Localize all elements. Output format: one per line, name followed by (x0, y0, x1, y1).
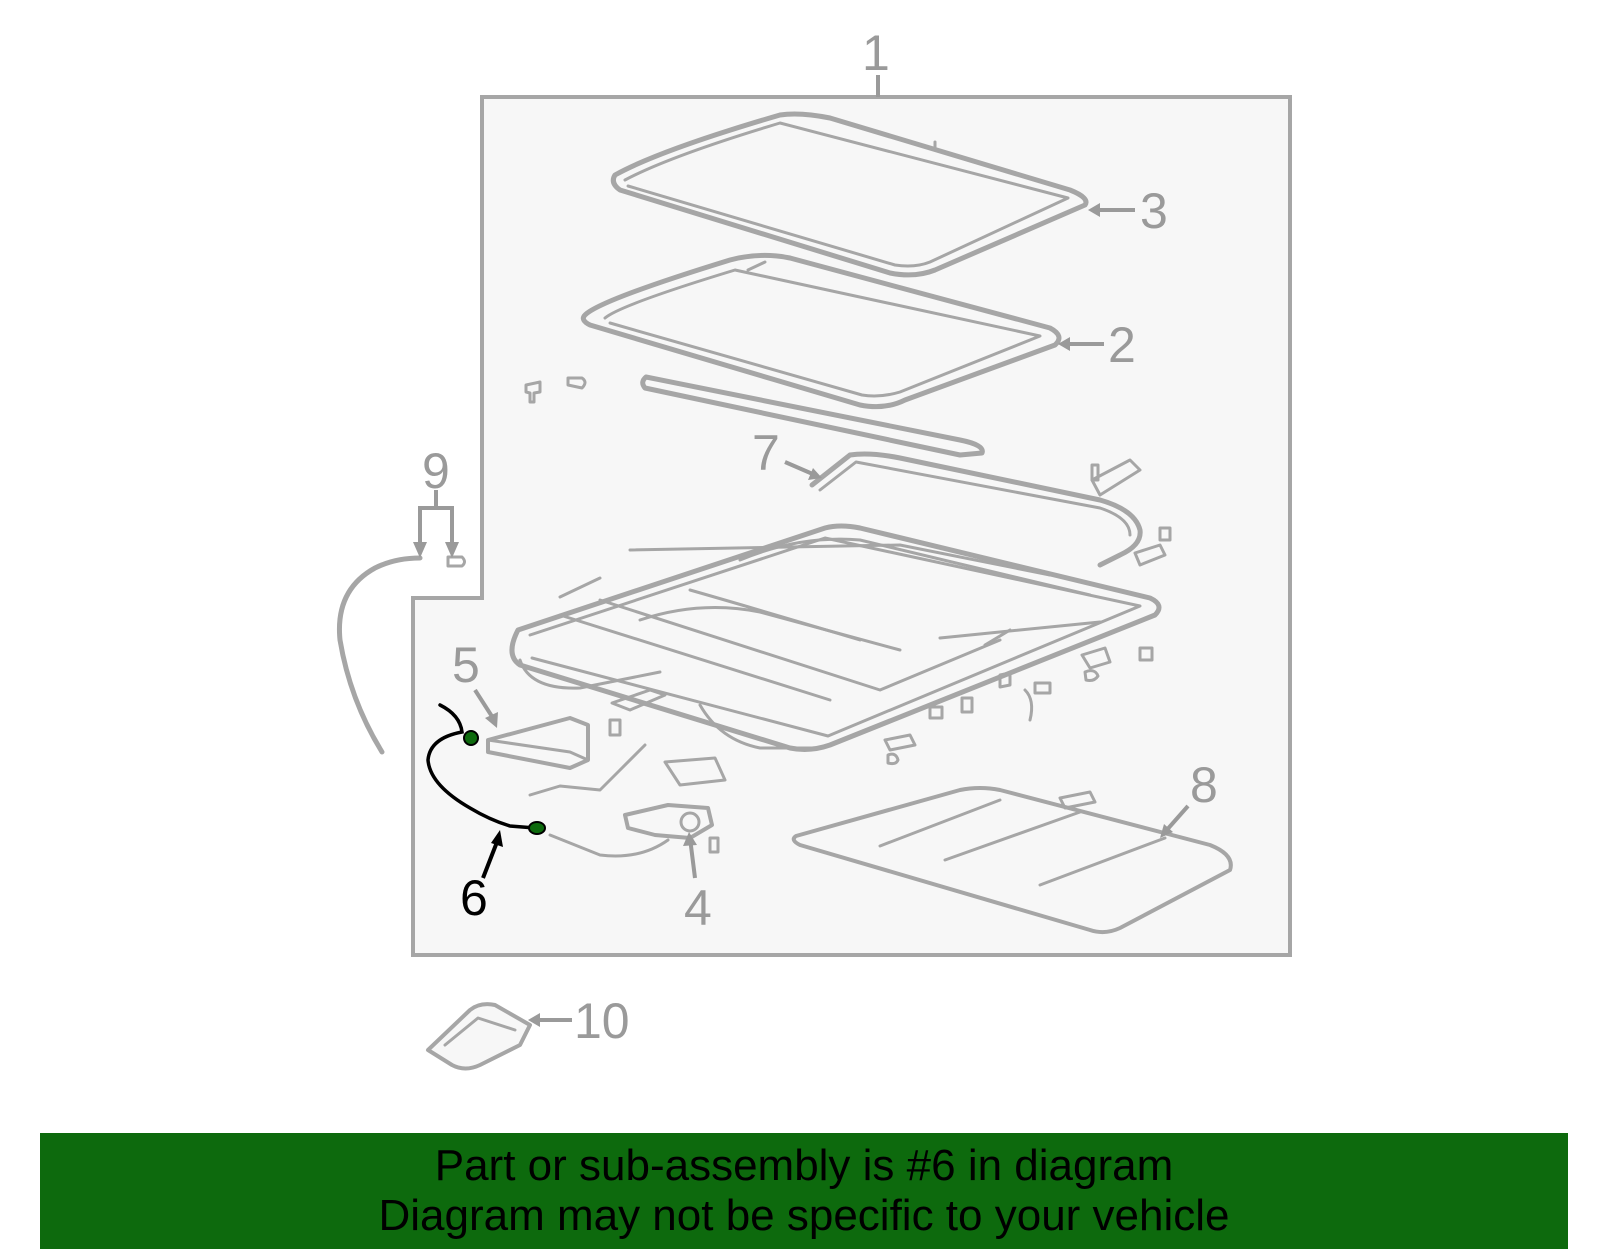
fasteners-top-left (524, 376, 587, 404)
callout-7[interactable]: 7 (752, 425, 780, 481)
part-8-sunshade[interactable] (791, 786, 1233, 935)
frame-hardware (528, 646, 1154, 797)
sunroof-frame-housing (509, 523, 1162, 752)
arrow-6 (491, 830, 503, 847)
parts-diagram: 1 3 2 7 (336, 25, 1292, 1071)
callout-1[interactable]: 1 (862, 25, 890, 81)
part-6-connector-top (463, 730, 479, 746)
callout-10[interactable]: 10 (574, 993, 630, 1049)
leader-7 (784, 460, 816, 477)
deflector-strip (640, 374, 985, 458)
arrow-10 (528, 1013, 540, 1027)
bracket-right (1090, 458, 1172, 567)
callout-9[interactable]: 9 (422, 443, 450, 499)
callout-4[interactable]: 4 (684, 880, 712, 936)
part-6-connector-end (528, 821, 546, 835)
callout-5[interactable]: 5 (452, 637, 480, 693)
leader-9 (418, 506, 454, 518)
part-9-drain-hose[interactable] (336, 555, 466, 755)
arrow-9a (413, 542, 427, 558)
leader-6 (481, 841, 499, 879)
arrow-2 (1058, 337, 1070, 351)
part-10-lamp[interactable] (426, 1002, 532, 1071)
part-7-guide-rail[interactable] (809, 451, 1143, 568)
callout-8[interactable]: 8 (1190, 757, 1218, 813)
arrow-7 (808, 468, 822, 480)
part-3-glass-seal[interactable] (610, 111, 1089, 278)
arrow-4 (683, 832, 697, 846)
callout-6[interactable]: 6 (460, 870, 488, 926)
leader-5 (473, 688, 495, 720)
callout-2[interactable]: 2 (1108, 317, 1136, 373)
part-5-module[interactable] (486, 716, 590, 770)
banner-line-disclaimer: Diagram may not be specific to your vehi… (378, 1191, 1230, 1240)
banner-line-part: Part or sub-assembly is #6 in diagram (434, 1141, 1174, 1190)
arrow-3 (1088, 203, 1100, 217)
part-6-wiring-harness[interactable] (426, 703, 546, 835)
arrow-5 (485, 712, 498, 728)
info-banner: Part or sub-assembly is #6 in diagram Di… (40, 1133, 1568, 1249)
leader-8 (1163, 804, 1190, 834)
arrow-9b (445, 542, 459, 558)
part-2-glass-panel[interactable] (580, 252, 1062, 410)
arrow-8 (1160, 824, 1173, 838)
callout-3[interactable]: 3 (1140, 183, 1168, 239)
part-4-motor[interactable] (548, 803, 720, 858)
